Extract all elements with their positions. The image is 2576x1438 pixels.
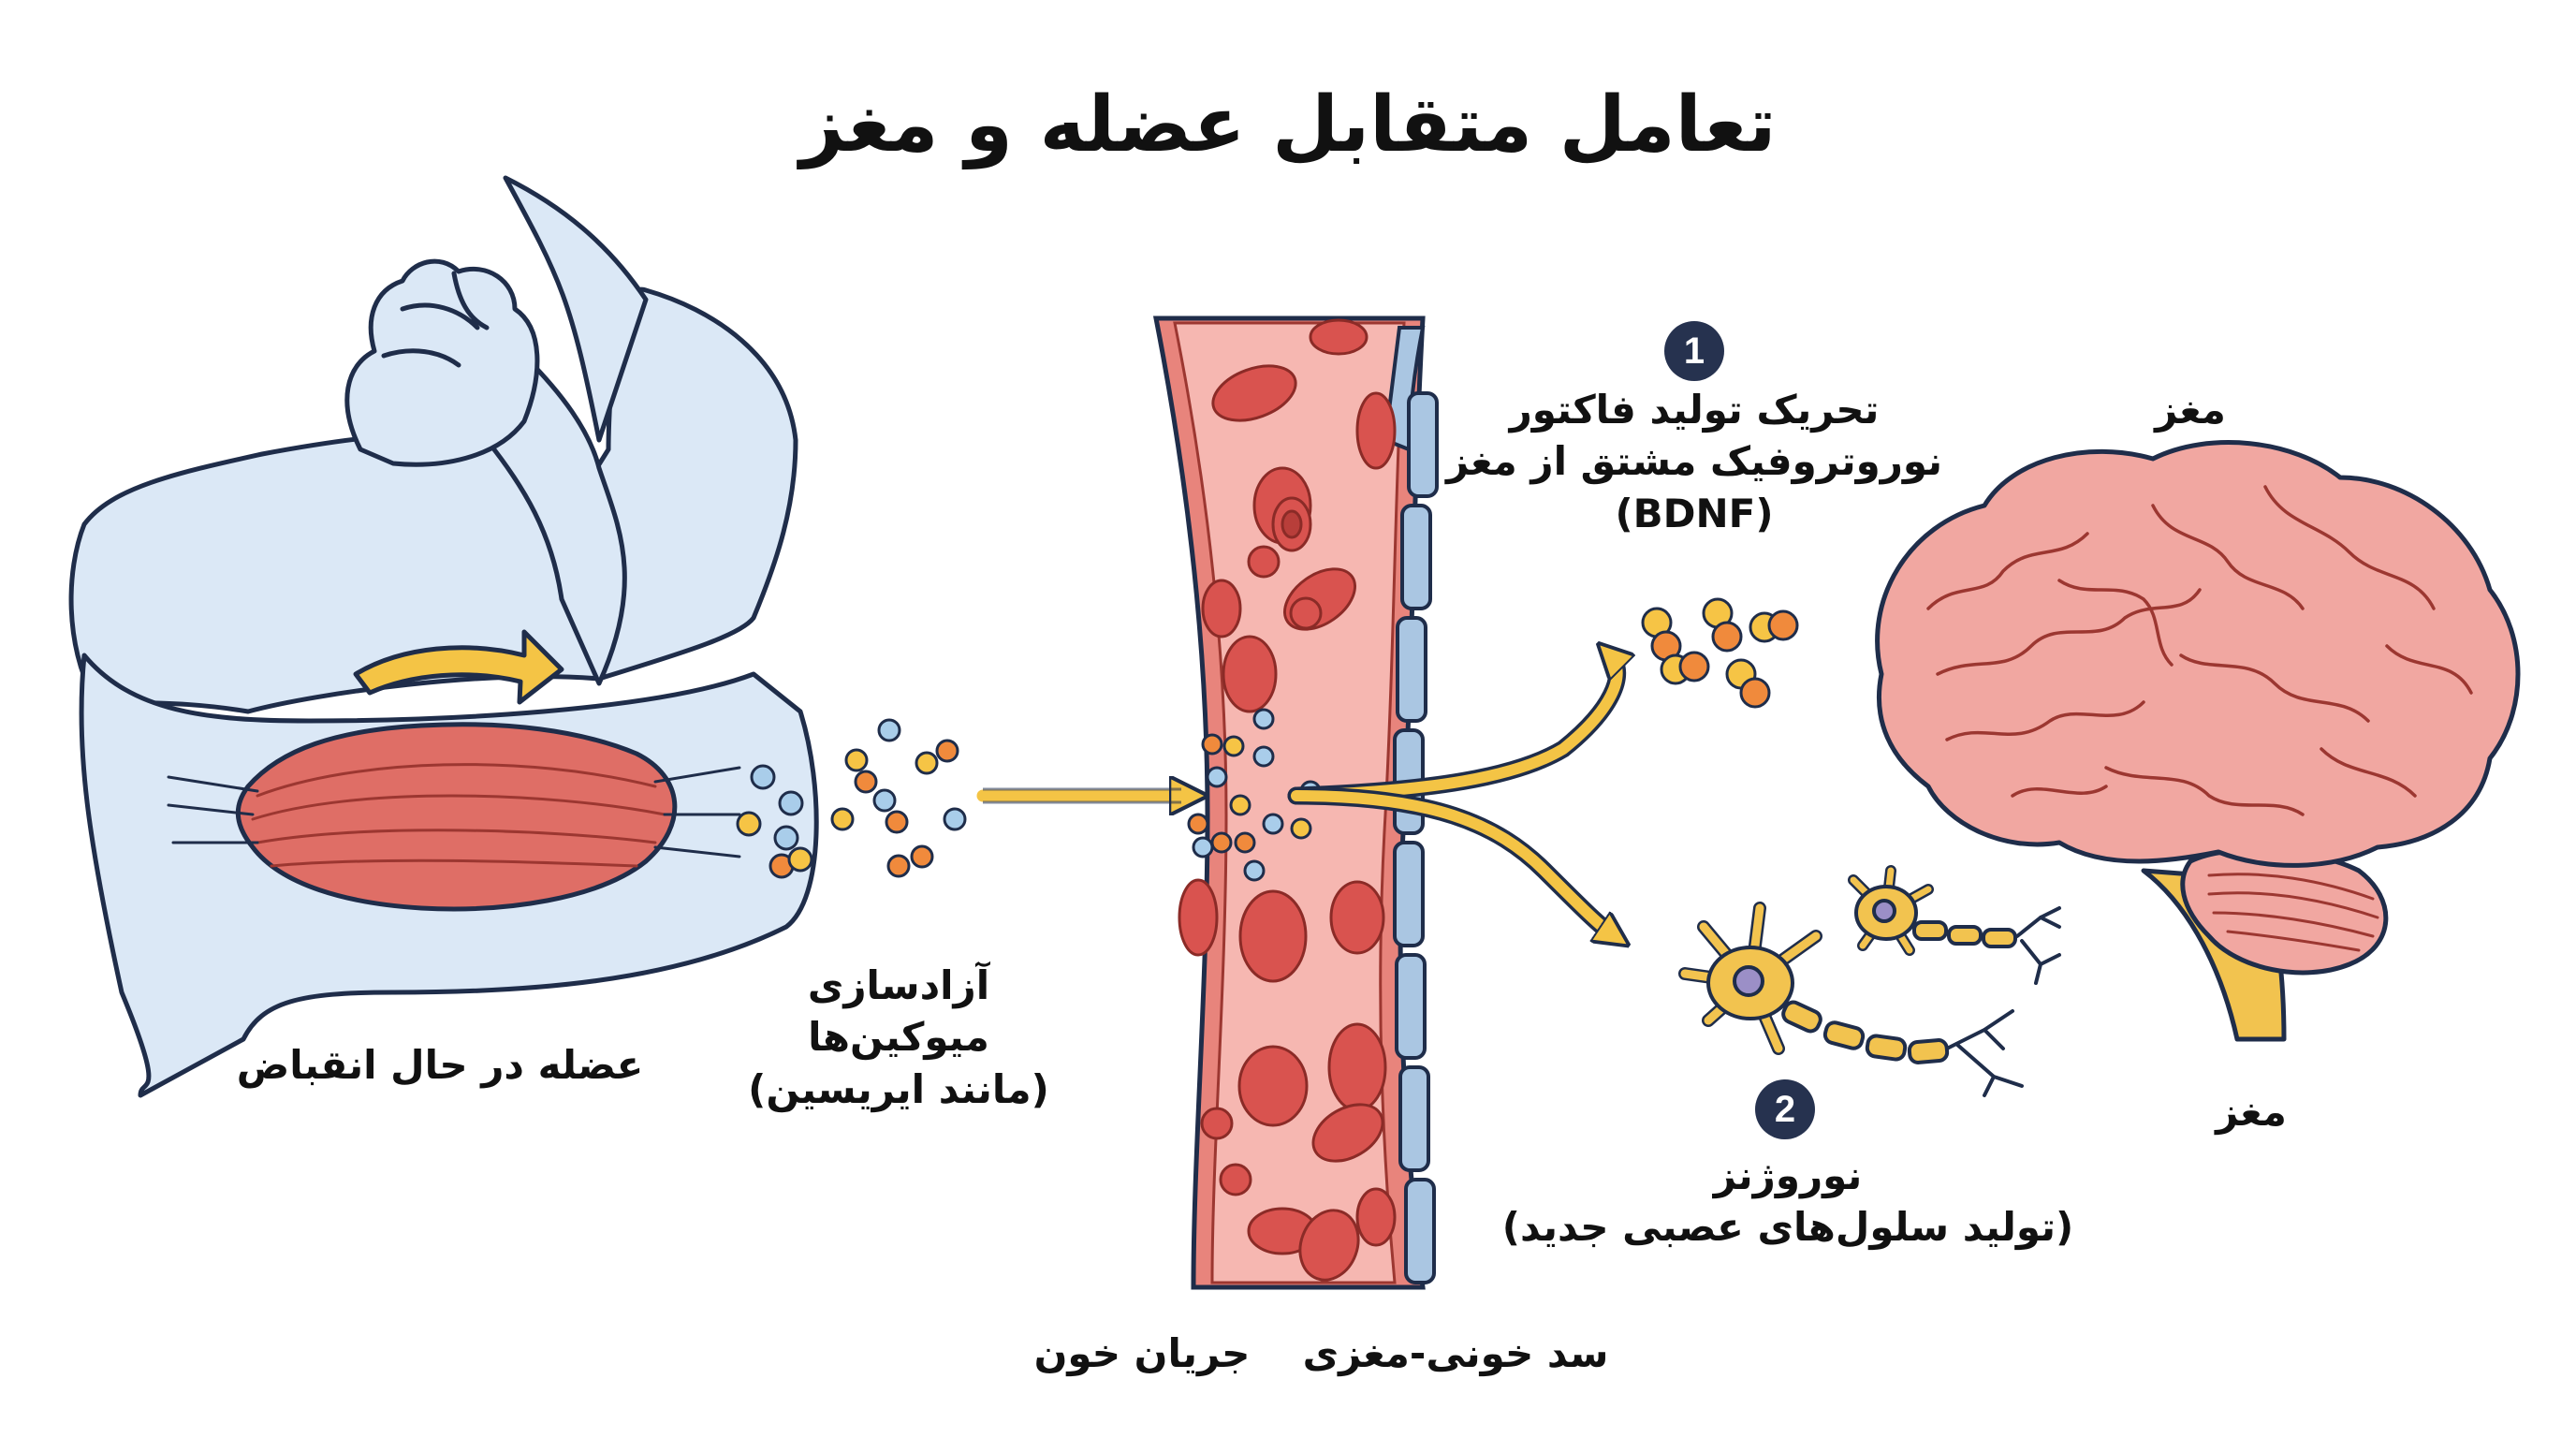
bdnf-line-3: (BDNF)	[1615, 490, 1774, 536]
blood-vessel-icon	[1152, 315, 1439, 1290]
myokine-line-1: آزادسازی	[807, 962, 990, 1008]
myokine-line-2: میوکین‌ها	[808, 1014, 989, 1061]
neuron-icon	[1678, 865, 2061, 1097]
arrow-icon	[1287, 655, 1617, 936]
bdnf-line-2: نوروتروفیک مشتق از مغز	[1445, 438, 1943, 485]
brain-label-top: مغز	[2155, 387, 2226, 433]
blood-brain-barrier-label: سد خونی-مغزی	[1302, 1330, 1609, 1376]
step-1-badge: 1	[1664, 321, 1724, 381]
myokine-line-3: (مانند ایریسین)	[748, 1065, 1049, 1112]
muscle-label: عضله در حال انقباض	[236, 1042, 644, 1088]
myokine-release-label: آزادسازی میوکین‌ها (مانند ایریسین)	[711, 960, 1086, 1115]
molecule-icon	[1641, 597, 1799, 709]
molecule-icon	[736, 718, 967, 879]
red-blood-cells	[1178, 318, 1397, 1282]
bdnf-line-1: تحریک تولید فاکتور	[1509, 387, 1880, 433]
brain-icon	[1875, 440, 2521, 1042]
neurogenesis-line-2: (تولید سلول‌های عصبی جدید)	[1501, 1204, 2074, 1251]
arrow-icon	[353, 629, 564, 705]
blood-flow-label: جریان خون	[1033, 1330, 1251, 1376]
contracting-muscle	[167, 722, 741, 912]
step-2-badge: 2	[1755, 1079, 1815, 1139]
arm-icon	[68, 175, 819, 1098]
bdnf-label: تحریک تولید فاکتور نوروتروفیک مشتق از مغ…	[1404, 384, 1984, 539]
brain-label-bottom: مغز	[2216, 1089, 2287, 1135]
neurogenesis-line-1: نوروژنز	[1713, 1152, 1863, 1198]
neurogenesis-label: نوروژنز (تولید سلول‌های عصبی جدید)	[1460, 1150, 2115, 1254]
page-title: تعامل متقابل عضله و مغز	[799, 81, 1777, 169]
